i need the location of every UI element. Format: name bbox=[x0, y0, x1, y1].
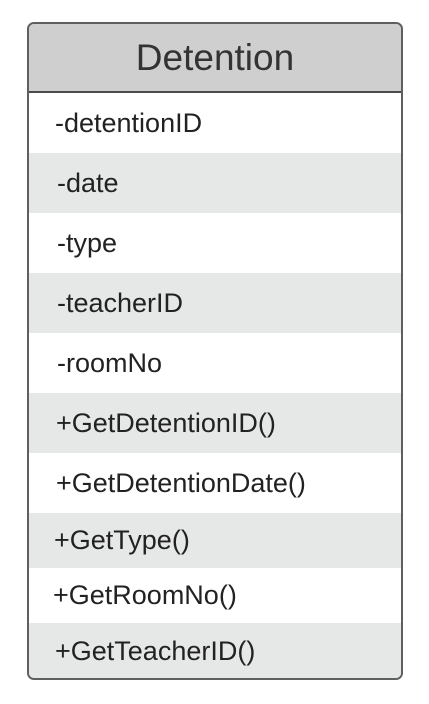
method-row-get-detention-date: +GetDetentionDate() bbox=[29, 453, 401, 513]
method-row-get-room-no: +GetRoomNo() bbox=[29, 568, 401, 623]
attribute-row-type: -type bbox=[29, 213, 401, 273]
attribute-row-detention-id: -detentionID bbox=[29, 93, 401, 153]
method-row-get-teacher-id: +GetTeacherID() bbox=[29, 623, 401, 678]
class-name-header: Detention bbox=[29, 24, 401, 93]
attribute-row-date: -date bbox=[29, 153, 401, 213]
method-row-get-detention-id: +GetDetentionID() bbox=[29, 393, 401, 453]
attribute-row-room-no: -roomNo bbox=[29, 333, 401, 393]
uml-class-box-detention: Detention -detentionID -date -type -teac… bbox=[27, 22, 403, 680]
attribute-row-teacher-id: -teacherID bbox=[29, 273, 401, 333]
method-row-get-type: +GetType() bbox=[29, 513, 401, 568]
